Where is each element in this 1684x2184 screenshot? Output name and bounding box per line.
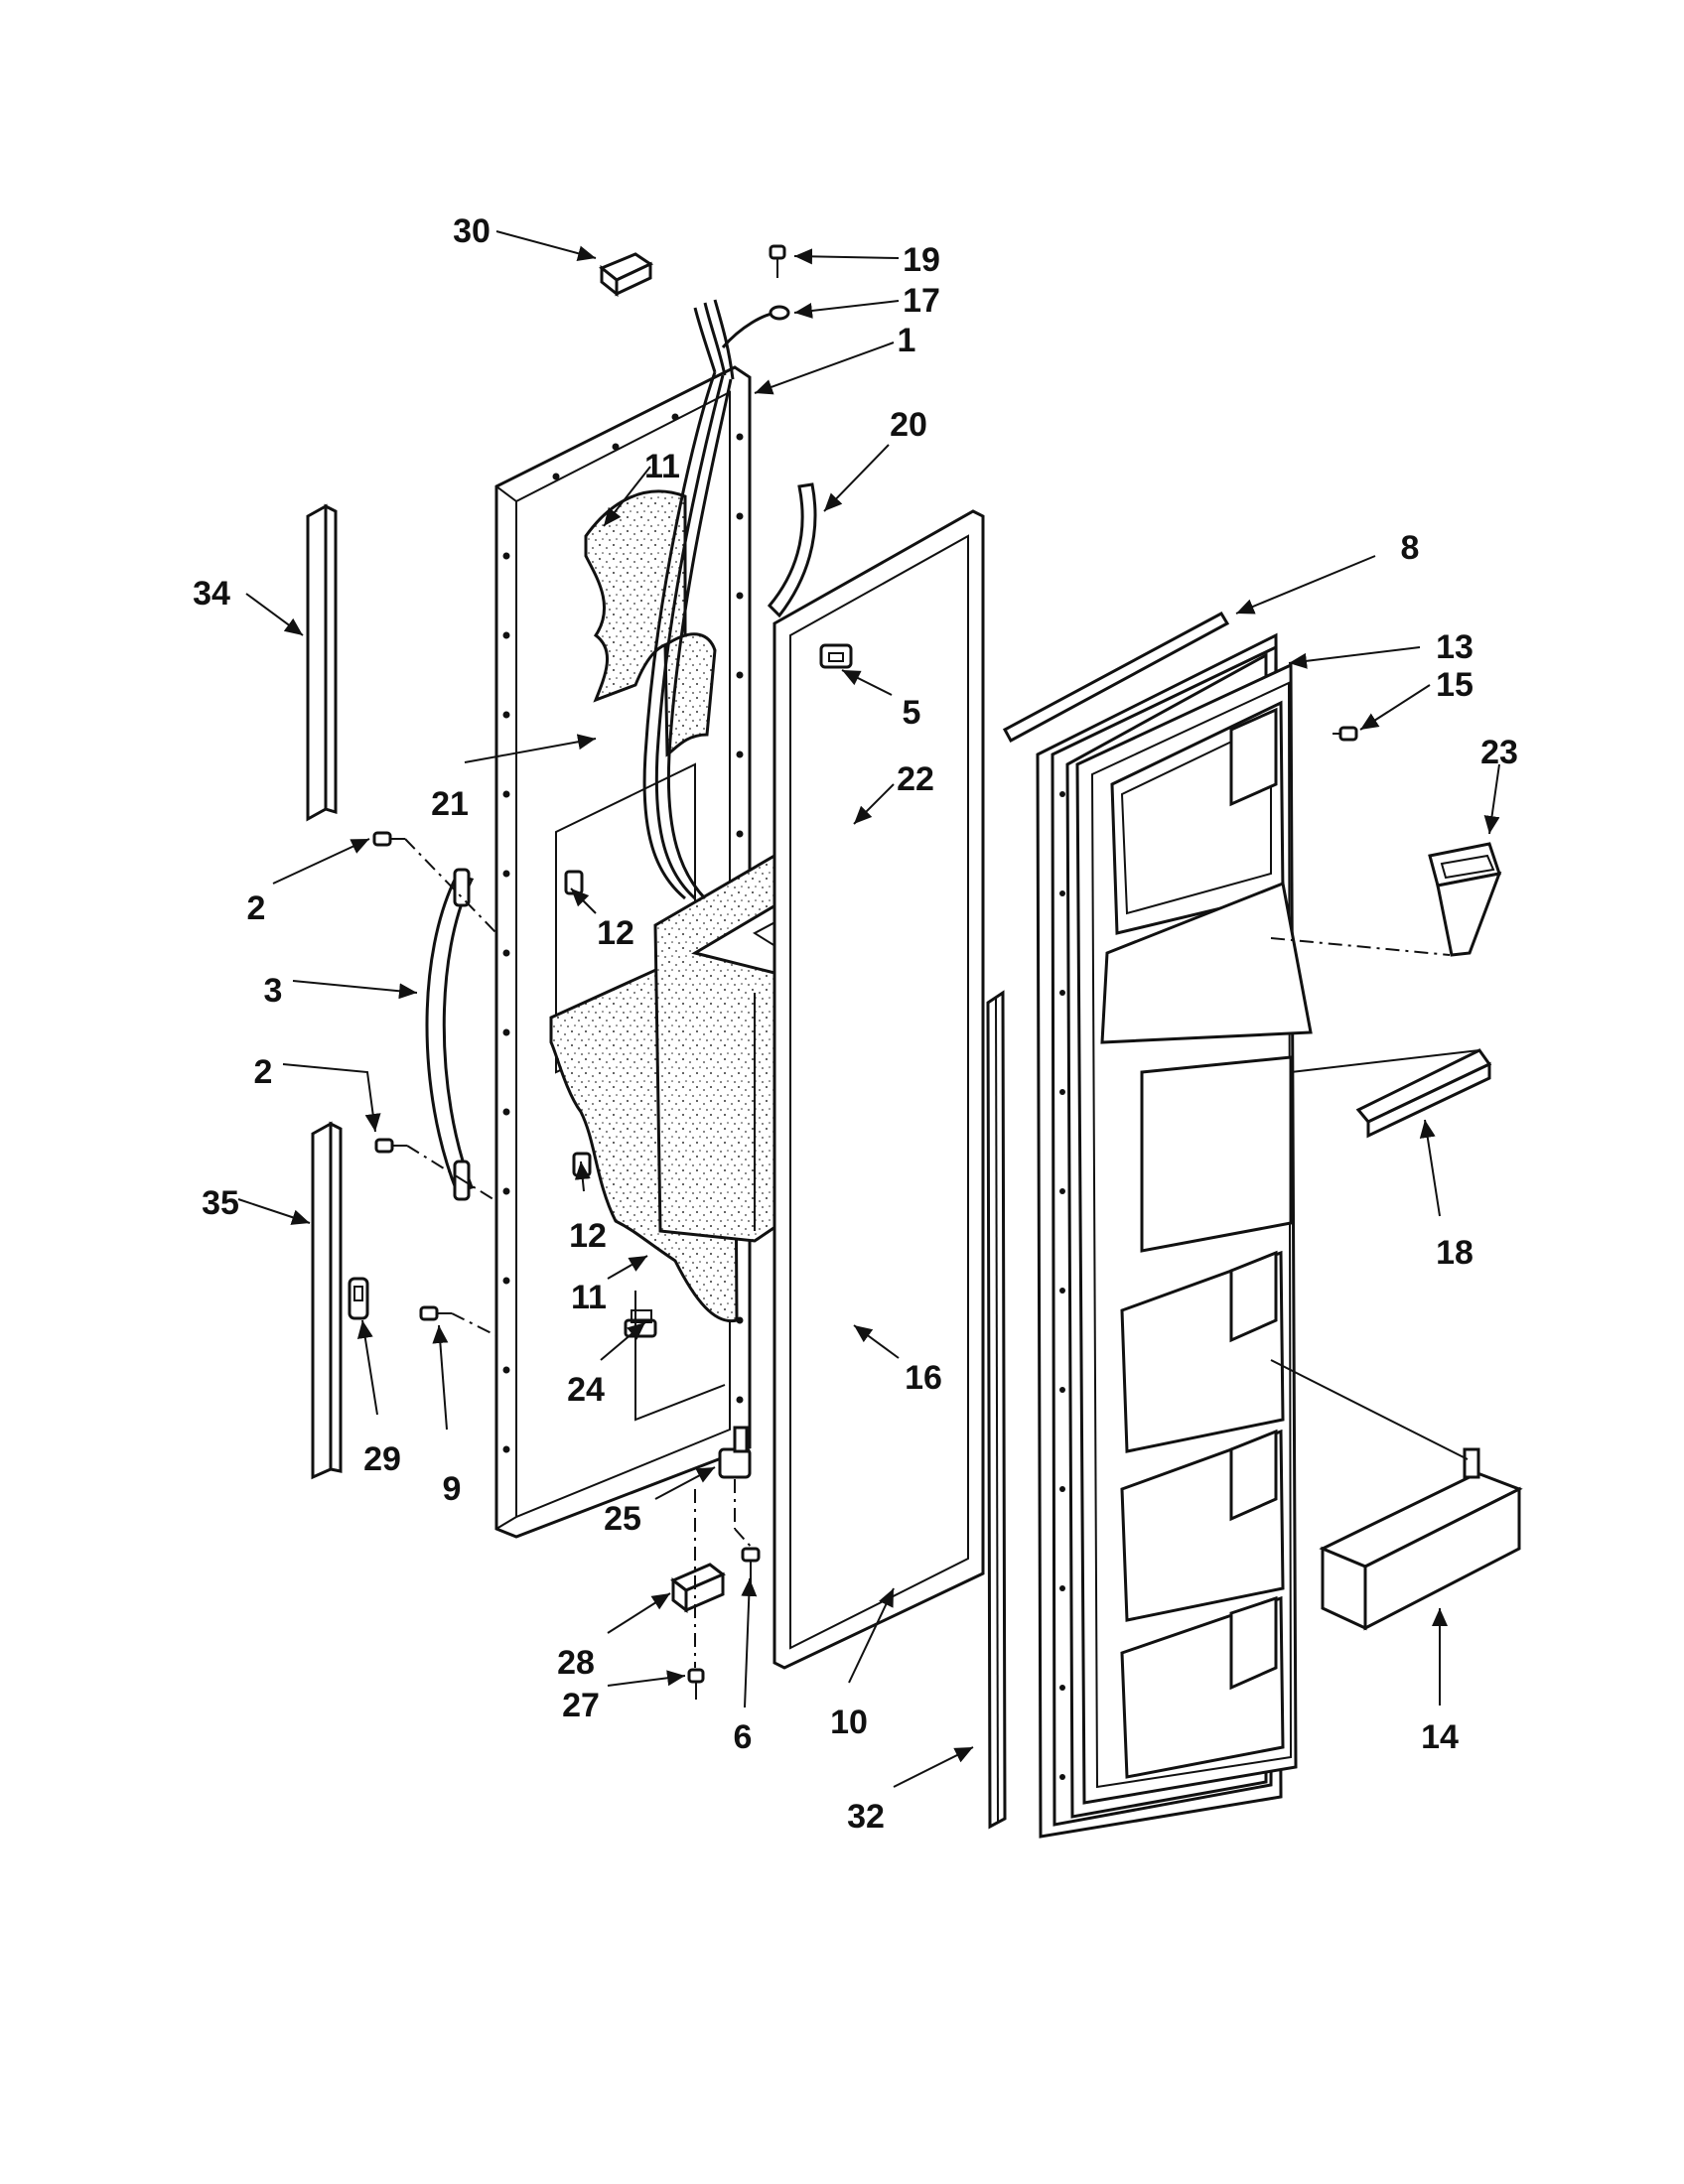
callout-17: 17 bbox=[903, 282, 940, 320]
screw-2-top bbox=[372, 831, 405, 847]
callout-29: 29 bbox=[363, 1440, 401, 1478]
callout-23: 23 bbox=[1480, 734, 1518, 771]
bracket-5 bbox=[819, 643, 853, 669]
callout-16: 16 bbox=[905, 1359, 942, 1397]
screw-2-bottom bbox=[374, 1138, 407, 1154]
connector-30 bbox=[599, 252, 654, 298]
door-bin-14 bbox=[1319, 1447, 1523, 1631]
callout-10: 10 bbox=[830, 1704, 868, 1741]
chute-23 bbox=[1428, 842, 1502, 957]
callout-25: 25 bbox=[604, 1500, 641, 1538]
callout-6: 6 bbox=[733, 1718, 753, 1756]
screw-9 bbox=[419, 1305, 452, 1321]
callout-3: 3 bbox=[263, 972, 283, 1010]
callout-11-top: 11 bbox=[644, 448, 680, 485]
callout-22: 22 bbox=[897, 760, 934, 798]
callout-15: 15 bbox=[1436, 666, 1474, 704]
leader-lines bbox=[237, 230, 1500, 1788]
hinge-25 bbox=[718, 1426, 752, 1479]
callout-14: 14 bbox=[1421, 1718, 1459, 1756]
screw-15 bbox=[1333, 726, 1358, 742]
insulation-11-upper bbox=[584, 489, 687, 703]
callout-20: 20 bbox=[890, 406, 927, 444]
callout-8: 8 bbox=[1400, 529, 1420, 567]
hinge-plate-28 bbox=[670, 1563, 726, 1614]
callout-32: 32 bbox=[847, 1798, 885, 1836]
tube-20 bbox=[767, 482, 817, 618]
callout-12-bottom: 12 bbox=[569, 1217, 607, 1255]
ground-terminal-17 bbox=[769, 305, 790, 321]
callout-2-top: 2 bbox=[246, 889, 266, 927]
callout-2-bottom: 2 bbox=[253, 1053, 273, 1091]
shelf-rail-18 bbox=[1355, 1048, 1492, 1139]
clip-29 bbox=[348, 1277, 369, 1320]
callout-27: 27 bbox=[562, 1687, 600, 1724]
callout-24: 24 bbox=[567, 1371, 605, 1409]
callout-34: 34 bbox=[193, 575, 230, 613]
callout-35: 35 bbox=[202, 1184, 239, 1222]
callout-12-top: 12 bbox=[597, 914, 634, 952]
wire-harness bbox=[642, 299, 780, 900]
callout-1: 1 bbox=[897, 322, 916, 359]
trim-strip-34 bbox=[306, 503, 338, 822]
screw-19 bbox=[769, 244, 786, 278]
callout-18: 18 bbox=[1436, 1234, 1474, 1272]
callout-21: 21 bbox=[431, 785, 469, 823]
trim-strip-35 bbox=[311, 1121, 343, 1480]
callout-13: 13 bbox=[1436, 628, 1474, 666]
callout-11-bottom: 11 bbox=[571, 1279, 607, 1316]
callout-5: 5 bbox=[902, 694, 921, 732]
callout-9: 9 bbox=[442, 1470, 462, 1508]
door-handle-3 bbox=[425, 868, 475, 1201]
screw-27 bbox=[687, 1668, 705, 1700]
callout-30: 30 bbox=[453, 212, 491, 250]
seal-strip-32 bbox=[986, 990, 1007, 1830]
callout-19: 19 bbox=[903, 241, 940, 279]
screw-6 bbox=[741, 1547, 761, 1583]
liner-frame-13 bbox=[1059, 662, 1313, 1805]
callout-28: 28 bbox=[557, 1644, 595, 1682]
gasket-10 bbox=[772, 509, 985, 1670]
